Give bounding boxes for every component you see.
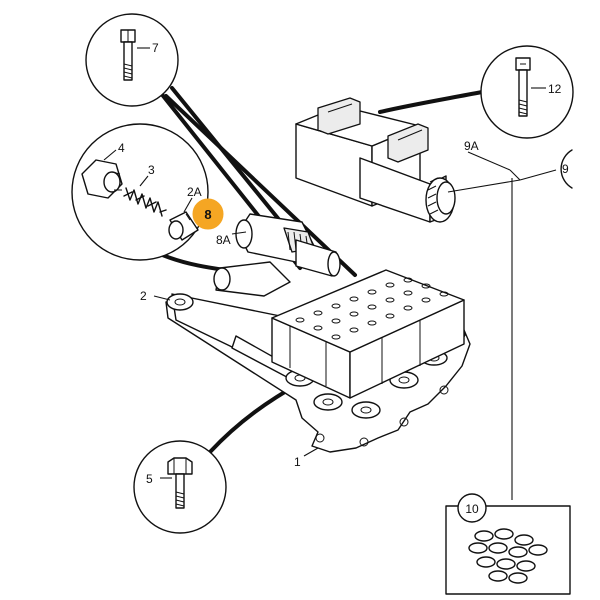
nut-4-icon	[81, 159, 123, 199]
detail-circle-plunger-assembly: 4 3 2A	[71, 123, 209, 261]
o-ring-set-icon	[468, 528, 548, 584]
callout-2a: 2A	[187, 185, 202, 199]
callout-8a: 8A	[216, 233, 231, 247]
callout-tree-9: 9 9A	[447, 139, 573, 500]
detail-circle-bolt-5: 5	[133, 440, 227, 534]
callout-2: 2	[140, 289, 147, 303]
solenoid-valve-9a	[295, 97, 456, 223]
bolt-5-icon	[167, 457, 193, 509]
detail-circle-bolt-7: 7	[85, 13, 179, 107]
callout-8: 8	[204, 207, 211, 222]
callout-10: 10	[465, 502, 479, 516]
callout-7: 7	[152, 41, 159, 55]
bolt-12-icon	[515, 57, 531, 117]
spring-3-icon	[123, 187, 167, 217]
detail-circle-bolt-12: 12	[480, 45, 574, 139]
callout-4: 4	[118, 141, 125, 155]
bolt-7-icon	[120, 29, 136, 81]
callout-3: 3	[148, 163, 155, 177]
callout-9a: 9A	[464, 139, 479, 153]
callout-9: 9	[562, 162, 569, 176]
callout-1: 1	[294, 455, 301, 469]
highlight-marker-8: 8	[192, 198, 224, 230]
solenoid-cartridge-8a	[213, 213, 341, 297]
callout-12: 12	[548, 82, 562, 96]
seal-kit-10: 10	[445, 493, 571, 595]
valve-block	[271, 269, 465, 399]
valve-block-ports	[295, 277, 449, 340]
plunger-2a-icon	[168, 211, 199, 241]
callout-5: 5	[146, 472, 153, 486]
